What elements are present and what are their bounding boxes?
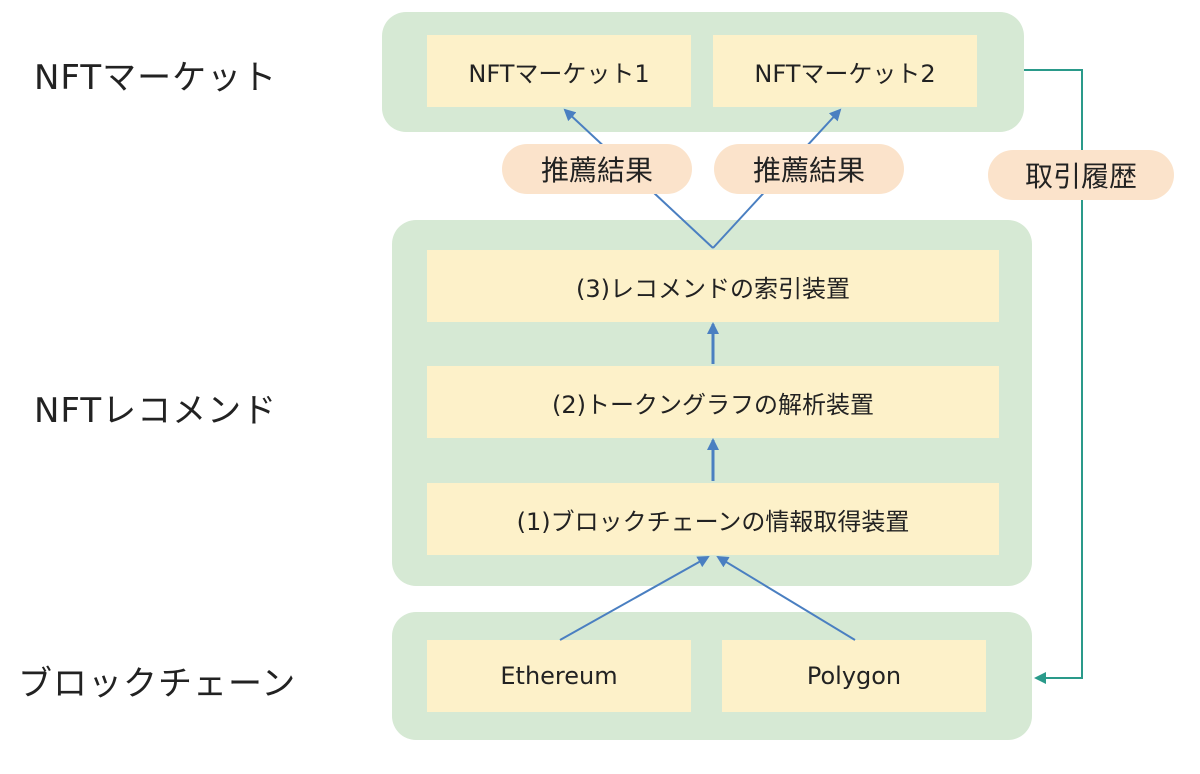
edge-label-result-1: 推薦結果 <box>502 144 692 194</box>
chain-box-ethereum: Ethereum <box>427 640 691 712</box>
analyzer-box: (2)トークングラフの解析装置 <box>427 366 999 438</box>
chain-box-polygon: Polygon <box>722 640 986 712</box>
edge-label-result-2: 推薦結果 <box>714 144 904 194</box>
layer-label-market: NFTマーケット <box>34 58 278 98</box>
fetcher-box: (1)ブロックチェーンの情報取得装置 <box>427 483 999 555</box>
indexer-box: (3)レコメンドの索引装置 <box>427 250 999 322</box>
layer-label-recommend: NFTレコメンド <box>34 391 278 431</box>
market-box-1: NFTマーケット1 <box>427 35 691 107</box>
layer-label-blockchain: ブロックチェーン <box>18 664 297 704</box>
edge-label-trade-history: 取引履歴 <box>988 150 1174 200</box>
market-box-2: NFTマーケット2 <box>713 35 977 107</box>
